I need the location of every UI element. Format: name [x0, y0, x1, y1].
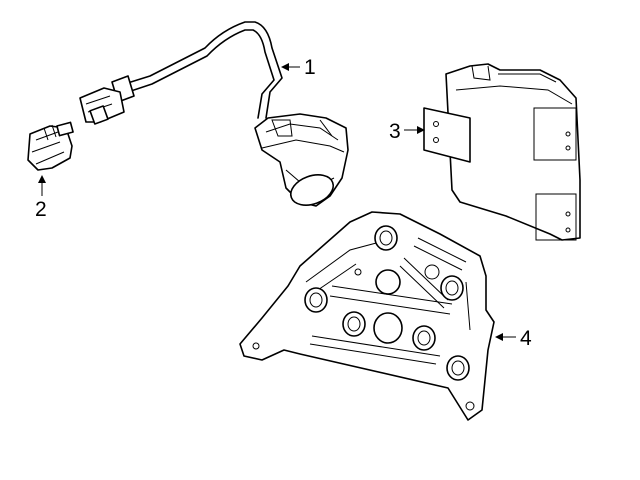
callout-label-1: 1 — [304, 56, 316, 79]
wiring-harness-part-1[interactable] — [79, 21, 349, 211]
bracket-grommets — [252, 225, 475, 411]
callout-label-2: 2 — [35, 198, 47, 221]
mounting-bracket-part-4[interactable] — [239, 211, 495, 421]
connector-part-2[interactable] — [27, 121, 74, 171]
control-module-part-3[interactable] — [423, 63, 581, 241]
callout-leaders — [38, 63, 516, 341]
callout-label-3: 3 — [389, 120, 401, 143]
callout-label-4: 4 — [520, 327, 532, 350]
